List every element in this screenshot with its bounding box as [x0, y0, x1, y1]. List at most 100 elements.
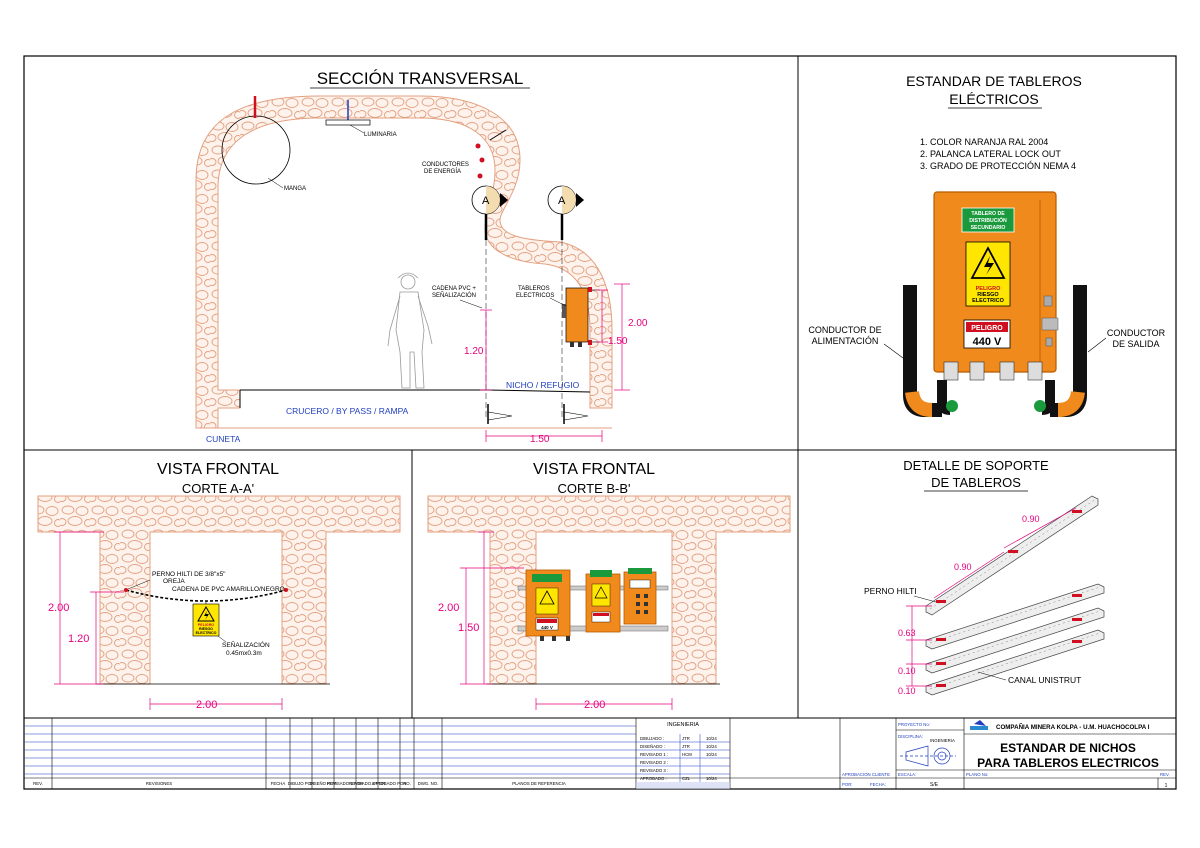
- label-luminaria: LUMINARIA: [364, 132, 397, 138]
- svg-text:TABLERO DE: TABLERO DE: [971, 211, 1005, 217]
- svg-text:NO.: NO.: [403, 781, 411, 786]
- lockout-lever: [1041, 317, 1059, 331]
- dim-front-b-150: 1.50: [458, 622, 479, 634]
- label-aprobacion-cliente: APROBACION CLIENTE: [842, 772, 890, 777]
- label-perno-hilti: PERNO HILTI: [864, 586, 917, 596]
- svg-text:PELIGRO: PELIGRO: [971, 325, 1003, 332]
- svg-text:JTR: JTR: [682, 744, 690, 749]
- dim-section-w150: 1.50: [530, 434, 550, 445]
- label-tableros: TABLEROS: [518, 286, 550, 292]
- approval-rows: DIBUJADO : JTR 10/24 DISEÑADO : JTR 10/2…: [640, 736, 717, 781]
- svg-text:DIBUJO POR: DIBUJO POR: [288, 781, 314, 786]
- front-a-subtitle: CORTE A-A': [182, 481, 254, 496]
- svg-text:CZL: CZL: [682, 776, 691, 781]
- support-title-1: DETALLE DE SOPORTE: [903, 458, 1049, 473]
- title-block: REV. REVISIONES FECHA DIBUJO POR DISEÑO …: [24, 718, 1176, 789]
- svg-text:DIBUJADO :: DIBUJADO :: [640, 736, 664, 741]
- voltage-value: 440 V: [973, 336, 1002, 348]
- svg-text:REVISADO 1 :: REVISADO 1 :: [640, 752, 668, 757]
- revision-headers: REV. REVISIONES FECHA DIBUJO POR DISEÑO …: [33, 781, 566, 786]
- label-conductor-alimentacion: CONDUCTOR DE: [808, 325, 881, 335]
- dim-support-090-top: 0.90: [1022, 514, 1040, 524]
- dim-support-090: 0.90: [954, 562, 972, 572]
- svg-text:SECUNDARIO: SECUNDARIO: [971, 225, 1006, 231]
- panel-vista-frontal-a: VISTA FRONTAL CORTE A-A' PERNO HILTI DE …: [37, 461, 401, 711]
- front-b-title: VISTA FRONTAL: [533, 461, 655, 478]
- svg-text:10/24: 10/24: [706, 776, 717, 781]
- svg-text:DISEÑADO :: DISEÑADO :: [640, 744, 665, 749]
- standard-item-3: 3. GRADO DE PROTECCIÓN NEMA 4: [920, 161, 1076, 171]
- dim-support-010-a: 0.10: [898, 666, 916, 676]
- dim-support-063: 0.63: [898, 628, 916, 638]
- label-senal-dim: 0.45mx0.3m: [226, 650, 262, 657]
- svg-text:PLANOS DE REFERENCIA: PLANOS DE REFERENCIA: [512, 781, 566, 786]
- dim-support-010-b: 0.10: [898, 686, 916, 696]
- svg-text:DISCIPLINA:: DISCIPLINA:: [898, 734, 923, 739]
- svg-text:ESCALA:: ESCALA:: [898, 772, 916, 777]
- projection-symbol-icon: [900, 745, 956, 767]
- label-crucero: CRUCERO / BY PASS / RAMPA: [286, 406, 409, 416]
- svg-text:REVISADO 1 POR: REVISADO 1 POR: [327, 781, 363, 786]
- svg-text:DE SALIDA: DE SALIDA: [1112, 339, 1159, 349]
- svg-text:RIESGO: RIESGO: [199, 627, 213, 631]
- niche-board-side: [565, 287, 589, 343]
- label-cadena-pvc: CADENA DE PVC AMARILLO/NEGRO: [172, 586, 285, 593]
- pvc-chain: [125, 589, 287, 602]
- svg-text:REV.: REV.: [33, 781, 43, 786]
- hilti-bolts: [936, 510, 1082, 687]
- svg-text:10/24: 10/24: [706, 752, 717, 757]
- svg-text:ELECTRICO: ELECTRICO: [972, 298, 1005, 304]
- front-b-subtitle: CORTE B-B': [557, 481, 630, 496]
- svg-text:A: A: [558, 195, 566, 207]
- tunnel-rock-section: [195, 95, 613, 429]
- panel-seccion-transversal: SECCIÓN TRANSVERSAL MANGA LUMINARIA COND…: [195, 69, 648, 445]
- svg-text:REV.: REV.: [1160, 772, 1170, 777]
- section-marker-a: A: [471, 185, 508, 240]
- svg-text:REVISADO 2 :: REVISADO 2 :: [640, 760, 668, 765]
- svg-text:PLANO No:: PLANO No:: [966, 772, 988, 777]
- support-dimensions: [906, 507, 1077, 687]
- svg-text:REVISADO 3 :: REVISADO 3 :: [640, 768, 668, 773]
- svg-text:RIESGO: RIESGO: [977, 292, 999, 298]
- dim-front-a-w200: 2.00: [196, 699, 217, 711]
- standard-title-2: ELÉCTRICOS: [949, 91, 1038, 107]
- label-manga: MANGA: [284, 186, 306, 192]
- label-perno-hilti-a: PERNO HILTI DE 3/8"x5": [152, 571, 226, 578]
- dim-front-a-120: 1.20: [68, 633, 89, 645]
- svg-text:DISTRIBUCIÓN: DISTRIBUCIÓN: [969, 216, 1007, 224]
- label-tableros-2: ELECTRICOS: [516, 293, 554, 299]
- dim-front-b-200: 2.00: [438, 602, 459, 614]
- svg-text:S/E: S/E: [930, 782, 939, 788]
- svg-text:PROYECTO No:: PROYECTO No:: [898, 722, 930, 727]
- company-name: COMPAÑIA MINERA KOLPA - U.M. HUACHOCOLPA…: [996, 724, 1150, 731]
- section-marker-b: A: [547, 185, 584, 240]
- dim-section-150: 1.50: [608, 336, 628, 347]
- svg-text:DISEÑO POR: DISEÑO POR: [310, 781, 337, 786]
- svg-text:APROBADO :: APROBADO :: [640, 776, 667, 781]
- front-b-dimensions: [460, 531, 673, 710]
- svg-text:ALIMENTACIÓN: ALIMENTACIÓN: [812, 336, 879, 346]
- svg-text:APROBADO POR: APROBADO POR: [372, 781, 407, 786]
- svg-text:HCM: HCM: [682, 752, 692, 757]
- standard-item-1: 1. COLOR NARANJA RAL 2004: [920, 137, 1048, 147]
- svg-text:10/24: 10/24: [706, 744, 717, 749]
- panel-estandar-tableros: ESTANDAR DE TABLEROS ELÉCTRICOS 1. COLOR…: [808, 73, 1166, 417]
- drawing-title-2: PARA TABLEROS ELECTRICOS: [977, 756, 1159, 770]
- svg-text:JTR: JTR: [682, 736, 690, 741]
- svg-text:PELIGRO: PELIGRO: [198, 623, 214, 627]
- support-title-2: DE TABLEROS: [931, 475, 1021, 490]
- dim-section-120: 1.20: [464, 346, 484, 357]
- svg-text:440 V: 440 V: [541, 625, 553, 630]
- panel-detalle-soporte: DETALLE DE SOPORTE DE TABLEROS: [864, 458, 1105, 696]
- dim-section-200: 2.00: [628, 318, 648, 329]
- label-cuneta: CUNETA: [206, 434, 241, 444]
- svg-text:FECHA:: FECHA:: [870, 782, 886, 787]
- section-title: SECCIÓN TRANSVERSAL: [317, 69, 524, 88]
- label-nicho: NICHO / REFUGIO: [506, 380, 580, 390]
- worker-silhouette: [387, 272, 433, 389]
- front-a-dimensions: [54, 531, 283, 710]
- svg-text:ELECTRICO: ELECTRICO: [196, 631, 217, 635]
- label-senalizacion: SEÑALIZACIÓN: [222, 640, 270, 649]
- svg-text:REVISIONES: REVISIONES: [146, 781, 172, 786]
